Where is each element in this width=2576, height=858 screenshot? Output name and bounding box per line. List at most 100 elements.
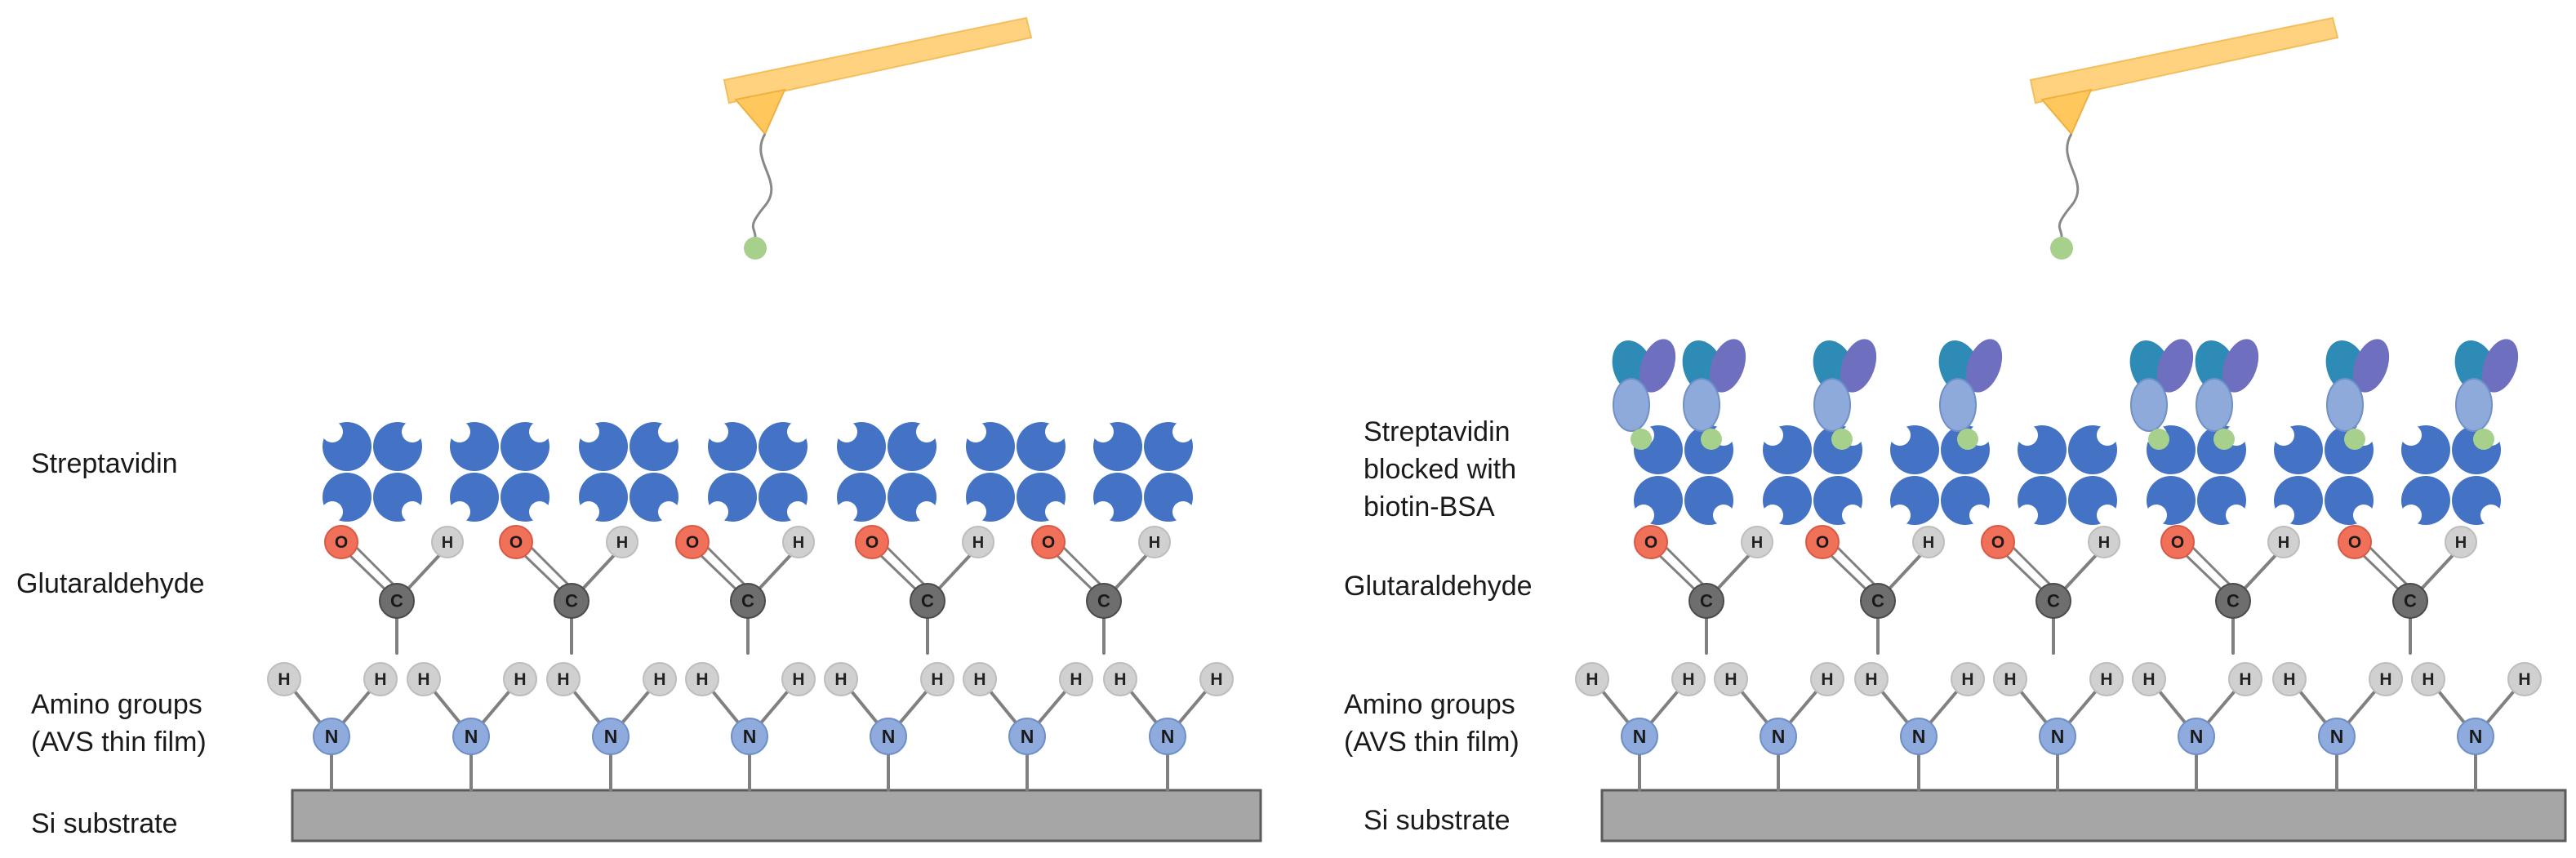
hydrogen-amine-right-right-4-label: H — [2100, 670, 2112, 689]
hydrogen-glut-left-2-label: H — [616, 534, 628, 552]
hydrogen-glut-left-1: H — [431, 526, 464, 558]
nitrogen-left-3-circle — [592, 718, 630, 755]
cantilever-right-tip — [2040, 88, 2093, 136]
hydrogen-amine-right-right-4: H — [2089, 662, 2124, 696]
hydrogen-amine-left-left-1-label: H — [278, 670, 290, 689]
hydrogen-glut-right-3-label: H — [2098, 534, 2110, 552]
hydrogen-glut-left-5-label: H — [1149, 534, 1160, 552]
oxygen-left-2: O — [499, 525, 533, 559]
hydrogen-glut-left-3: H — [782, 526, 815, 558]
hydrogen-amine-left-left-1-circle — [267, 662, 301, 696]
nitrogen-right-7: N — [2457, 718, 2494, 755]
cantilever-right-biotin-ligand — [2050, 237, 2073, 260]
hydrogen-amine-left-right-5: H — [2132, 662, 2166, 696]
oxygen-right-2: O — [1805, 525, 1840, 559]
nitrogen-right-6-circle — [2318, 718, 2356, 755]
carbon-left-4-label: C — [921, 591, 934, 611]
hydrogen-amine-left-right-1: H — [1575, 662, 1609, 696]
hydrogen-amine-left-right-6-label: H — [2283, 670, 2295, 689]
carbon-right-3-circle — [2035, 583, 2071, 619]
hydrogen-glut-left-5-circle — [1138, 526, 1171, 558]
oxygen-right-2-circle — [1805, 525, 1840, 559]
streptavidin-left-1-notch-3 — [322, 501, 343, 522]
cantilever-right-beam — [2029, 16, 2339, 104]
hydrogen-amine-right-left-4-circle — [781, 662, 816, 696]
hydrogen-amine-left-right-2: H — [1714, 662, 1748, 696]
oxygen-left-4-circle — [855, 525, 889, 559]
label-amino-groups-right: Amino groups (AVS thin film) — [1344, 689, 1519, 758]
hydrogen-amine-right-right-2-label: H — [1821, 670, 1833, 689]
carbon-left-5-label: C — [1097, 591, 1110, 611]
hydrogen-glut-right-1: H — [1741, 526, 1773, 558]
nitrogen-right-6-label: N — [2330, 726, 2344, 747]
streptavidin-left-1-notch-2 — [402, 421, 423, 442]
streptavidin-left-7-notch-2 — [1172, 421, 1194, 442]
streptavidin-left-4-notch-4 — [787, 501, 808, 522]
streptavidin-left-1-notch-4 — [402, 501, 423, 522]
hydrogen-amine-right-right-4-circle — [2089, 662, 2124, 696]
hydrogen-glut-left-2-circle — [606, 526, 638, 558]
biotin-bsa-1-purple-lobe — [1639, 339, 1676, 393]
hydrogen-amine-left-left-7: H — [1103, 662, 1137, 696]
carbon-left-5-circle — [1086, 583, 1122, 619]
nitrogen-right-3-label: N — [1912, 726, 1926, 747]
hydrogen-amine-left-right-4: H — [1993, 662, 2027, 696]
streptavidin-right-7-notch-1 — [2400, 425, 2422, 446]
nitrogen-left-6-label: N — [1021, 726, 1034, 747]
nitrogen-right-1-label: N — [1633, 726, 1647, 747]
hydrogen-amine-right-right-3: H — [1951, 662, 1985, 696]
oxygen-right-4-circle — [2160, 525, 2195, 559]
hydrogen-amine-right-left-1-label: H — [374, 670, 386, 689]
streptavidin-right-5 — [2146, 425, 2247, 526]
streptavidin-left-5-notch-1 — [836, 421, 857, 442]
carbon-left-2: C — [554, 583, 589, 619]
biotin-bsa-1-light-lobe — [1613, 378, 1650, 432]
hydrogen-glut-left-4: H — [962, 526, 994, 558]
streptavidin-left-5-notch-3 — [836, 501, 857, 522]
oxygen-right-1: O — [1634, 525, 1668, 559]
hydrogen-amine-right-right-5-label: H — [2239, 670, 2251, 689]
biotin-bsa-1 — [1612, 339, 1676, 450]
streptavidin-right-4-notch-3 — [2017, 505, 2038, 526]
hydrogen-amine-left-left-6-label: H — [973, 670, 985, 689]
label-streptavidin-blocked-right: Streptavidin blocked with biotin-BSA — [1364, 416, 1517, 522]
hydrogen-amine-right-left-5-label: H — [931, 670, 943, 689]
streptavidin-right-7-notch-4 — [2480, 505, 2502, 526]
hydrogen-amine-right-left-6-circle — [1059, 662, 1093, 696]
hydrogen-amine-right-right-1-label: H — [1682, 670, 1694, 689]
streptavidin-right-3-notch-3 — [1889, 505, 1911, 526]
hydrogen-amine-left-right-1-label: H — [1586, 670, 1598, 689]
streptavidin-right-6-notch-3 — [2273, 505, 2294, 526]
hydrogen-amine-left-left-5-circle — [824, 662, 858, 696]
carbon-right-3: C — [2035, 583, 2071, 619]
nitrogen-left-5-label: N — [882, 726, 896, 747]
carbon-right-2-circle — [1860, 583, 1896, 619]
hydrogen-glut-left-5: H — [1138, 526, 1171, 558]
nitrogen-right-5: N — [2178, 718, 2215, 755]
hydrogen-amine-left-right-2-circle — [1714, 662, 1748, 696]
streptavidin-left-3-notch-1 — [578, 421, 599, 442]
nitrogen-left-4-circle — [731, 718, 768, 755]
hydrogen-amine-right-left-3-circle — [643, 662, 677, 696]
streptavidin-left-3 — [578, 421, 679, 522]
hydrogen-amine-left-left-6-circle — [963, 662, 997, 696]
hydrogen-amine-right-right-3-label: H — [1961, 670, 1973, 689]
hydrogen-glut-right-1-label: H — [1751, 534, 1763, 552]
hydrogen-amine-right-left-3: H — [643, 662, 677, 696]
nitrogen-left-1-label: N — [325, 726, 339, 747]
hydrogen-amine-right-right-6-circle — [2369, 662, 2403, 696]
cantilever-right-linker — [2058, 133, 2080, 241]
oxygen-left-3-circle — [675, 525, 710, 559]
streptavidin-right-7-notch-3 — [2400, 505, 2422, 526]
carbon-left-2-label: C — [565, 591, 578, 611]
hydrogen-amine-left-right-6-circle — [2272, 662, 2307, 696]
hydrogen-amine-left-left-2-circle — [407, 662, 441, 696]
carbon-left-3: C — [730, 583, 766, 619]
hydrogen-glut-right-2: H — [1912, 526, 1945, 558]
hydrogen-amine-left-left-2-label: H — [417, 670, 429, 689]
oxygen-left-3-label: O — [686, 533, 699, 552]
oxygen-right-5: O — [2338, 525, 2372, 559]
